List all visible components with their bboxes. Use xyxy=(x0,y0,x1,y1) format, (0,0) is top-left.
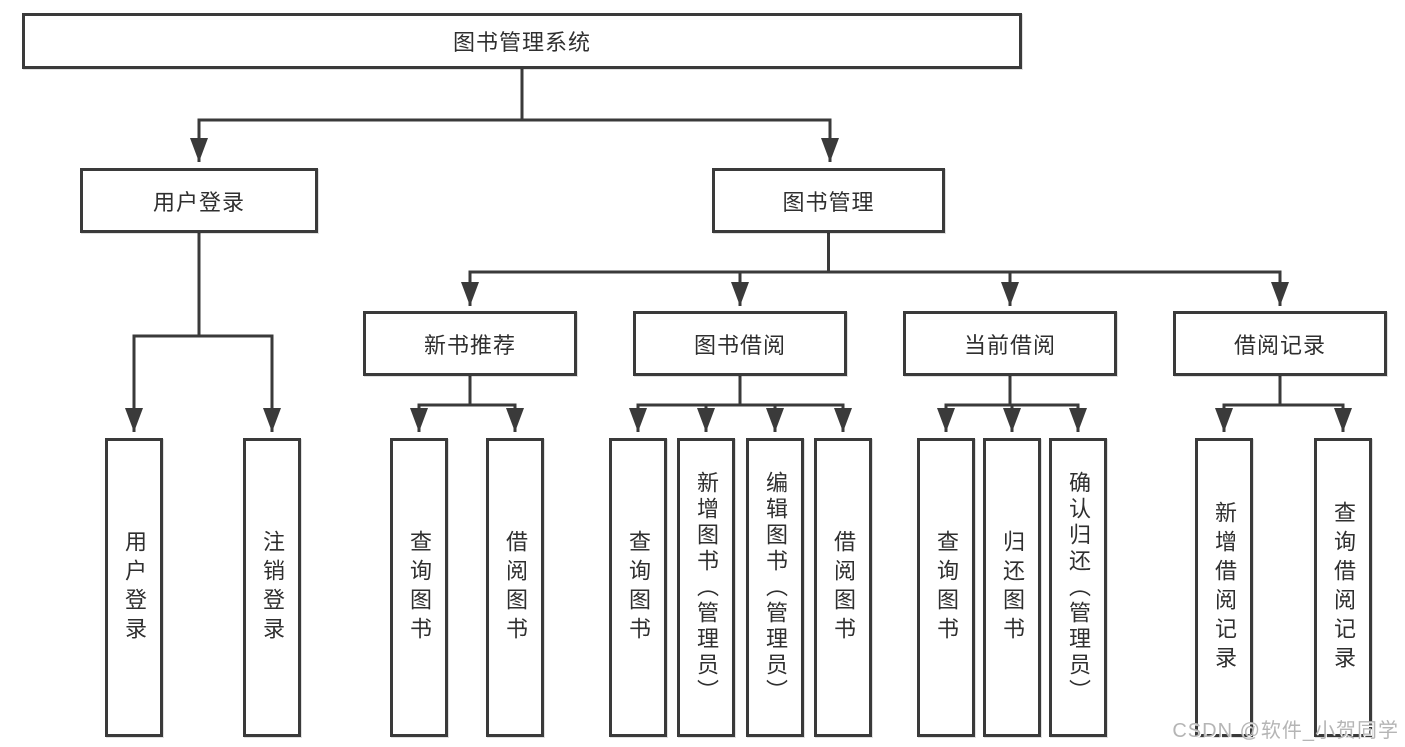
leaf-logout-label: 注销登录 xyxy=(260,529,285,646)
node-current-borrow-label: 当前借阅 xyxy=(963,332,1056,358)
leaf-logout: 注销登录 xyxy=(243,438,301,737)
node-book-management-label: 图书管理 xyxy=(782,189,875,215)
leaf-bb-borrow-books: 借阅图书 xyxy=(814,438,872,737)
leaf-bb-query-books-label: 查询图书 xyxy=(626,529,651,646)
leaf-br-query-record: 查询借阅记录 xyxy=(1314,438,1372,737)
leaf-bb-borrow-books-label: 借阅图书 xyxy=(831,529,856,646)
node-root-label: 图书管理系统 xyxy=(452,30,591,55)
leaf-cb-query-books: 查询图书 xyxy=(917,438,975,737)
node-borrow-records: 借阅记录 xyxy=(1173,311,1387,376)
node-book-borrow-label: 图书借阅 xyxy=(693,332,786,358)
leaf-user-login: 用户登录 xyxy=(105,438,163,737)
leaf-nb-query-books-label: 查询图书 xyxy=(407,529,432,646)
node-user-login: 用户登录 xyxy=(80,168,318,233)
leaf-nb-query-books: 查询图书 xyxy=(390,438,448,737)
leaf-br-query-record-label: 查询借阅记录 xyxy=(1331,500,1356,675)
node-new-book-recommend: 新书推荐 xyxy=(363,311,577,376)
leaf-bb-edit-books-label: 编辑图书（管理员） xyxy=(763,470,788,705)
leaf-cb-confirm-return: 确认归还（管理员） xyxy=(1049,438,1107,737)
leaf-nb-borrow-books: 借阅图书 xyxy=(486,438,544,737)
leaf-bb-query-books: 查询图书 xyxy=(609,438,667,737)
leaf-bb-add-books-label: 新增图书（管理员） xyxy=(694,470,719,705)
leaf-bb-add-books: 新增图书（管理员） xyxy=(677,438,735,737)
node-book-management: 图书管理 xyxy=(712,168,945,233)
node-user-login-label: 用户登录 xyxy=(152,189,245,215)
leaf-user-login-label: 用户登录 xyxy=(122,529,147,646)
leaf-bb-edit-books: 编辑图书（管理员） xyxy=(746,438,804,737)
leaf-br-add-record-label: 新增借阅记录 xyxy=(1212,500,1237,675)
node-root: 图书管理系统 xyxy=(22,13,1022,69)
leaf-br-add-record: 新增借阅记录 xyxy=(1195,438,1253,737)
leaf-cb-return-books: 归还图书 xyxy=(983,438,1041,737)
leaf-nb-borrow-books-label: 借阅图书 xyxy=(503,529,528,646)
node-current-borrow: 当前借阅 xyxy=(903,311,1117,376)
leaf-cb-return-books-label: 归还图书 xyxy=(1000,529,1025,646)
leaf-cb-confirm-return-label: 确认归还（管理员） xyxy=(1066,470,1091,705)
node-borrow-records-label: 借阅记录 xyxy=(1233,332,1326,358)
node-new-book-recommend-label: 新书推荐 xyxy=(423,332,516,358)
node-book-borrow: 图书借阅 xyxy=(633,311,847,376)
leaf-cb-query-books-label: 查询图书 xyxy=(934,529,959,646)
watermark: CSDN @软件_小贺同学 xyxy=(1172,720,1399,742)
